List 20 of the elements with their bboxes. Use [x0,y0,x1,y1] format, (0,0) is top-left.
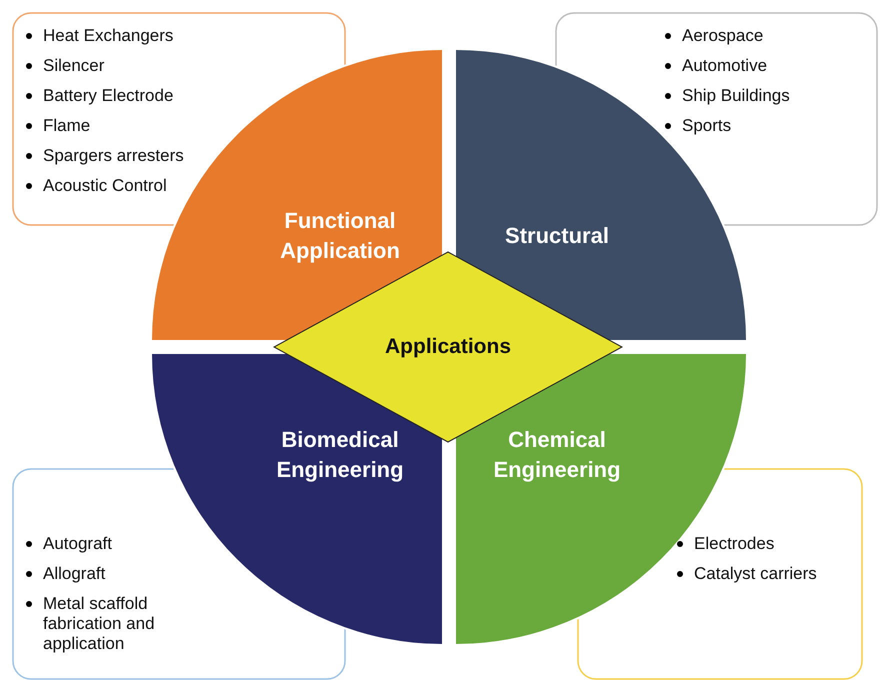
list-item: Flame [43,116,90,136]
list-item: Battery Electrode [43,86,174,106]
list-item: Acoustic Control [43,176,167,196]
list-item: Autograft [43,534,112,554]
list-item: Automotive [682,56,768,76]
list-item: Metal scaffold fabrication and application [43,594,156,654]
list-item: Catalyst carriers [694,564,817,584]
list-item: Ship Buildings [682,86,790,106]
list-item: Aerospace [682,26,764,46]
list-item: Heat Exchangers [43,26,174,46]
list-item: Allograft [43,564,106,584]
quadrant-label: Functional Application [279,207,401,265]
quadrant-label: Chemical Engineering [492,426,622,484]
quadrant-label: Biomedical Engineering [275,426,405,484]
list-item: Silencer [43,56,104,76]
list-item: Electrodes [694,534,774,554]
list-item: Sports [682,116,732,136]
quadrant-label: Structural [504,222,610,250]
diamond-label: Applications [385,335,511,359]
list-item: Spargers arresters [43,146,184,166]
